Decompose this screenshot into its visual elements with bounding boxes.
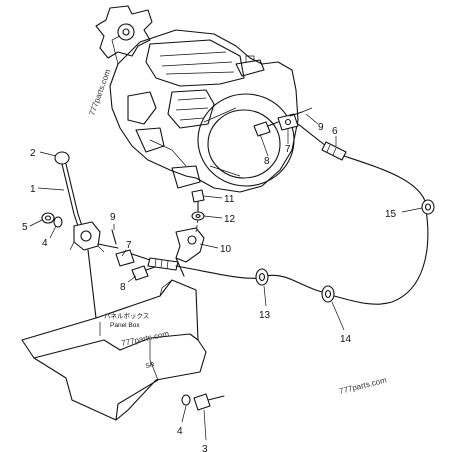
watermark-center: 777parts.com <box>121 329 171 348</box>
callout-9: 9 <box>110 212 116 223</box>
washer-4-lower <box>181 394 191 406</box>
watermark-left: 777parts.com <box>87 68 112 117</box>
bolt-11 <box>191 189 205 203</box>
callout-1: 1 <box>30 184 36 195</box>
panel-box-label-jp: パネルボックス <box>104 312 149 320</box>
bolt-8 <box>131 265 149 281</box>
panel-box: パネルボックス Panel Box SR <box>21 249 225 421</box>
callout-11: 11 <box>224 194 235 205</box>
callout-9-upper: 9 <box>318 122 324 133</box>
bolt-8-upper <box>253 121 271 137</box>
cable-bracket-group <box>175 189 205 277</box>
callout-13: 13 <box>259 310 271 321</box>
callout-14: 14 <box>340 334 352 345</box>
lever-cable-end <box>97 229 179 281</box>
control-cable <box>175 155 435 305</box>
lever-bracket <box>73 221 101 251</box>
clamp-14 <box>321 285 335 303</box>
callout-8-upper: 8 <box>264 156 270 167</box>
callout-12: 12 <box>224 214 236 225</box>
leader-lines <box>29 113 423 441</box>
callout-10: 10 <box>220 244 232 255</box>
callout-15: 15 <box>385 209 397 220</box>
pin-9-upper <box>289 111 303 117</box>
watermark-bottom-right: 777parts.com <box>338 375 388 396</box>
control-lever <box>41 151 105 253</box>
panel-box-label-en: Panel Box <box>110 322 140 329</box>
clevis-7-upper <box>277 113 299 131</box>
pin-9 <box>111 229 117 245</box>
panel-box-mark: SR <box>145 361 156 370</box>
washer-12 <box>191 211 205 221</box>
callout-6: 6 <box>332 126 338 137</box>
washer-4 <box>53 216 63 228</box>
clamp-15 <box>421 199 435 215</box>
callout-5: 5 <box>22 222 28 233</box>
callout-2: 2 <box>30 148 36 159</box>
clevis-7 <box>115 249 135 267</box>
bracket-10 <box>175 227 205 263</box>
callout-3: 3 <box>202 444 208 452</box>
lever-knob <box>54 151 70 165</box>
callout-7-upper: 7 <box>285 144 291 155</box>
callout-numbers: 2 1 5 4 9 7 8 10 11 12 8 7 9 6 15 13 14 … <box>22 122 397 452</box>
bolt-3 <box>193 393 211 411</box>
engine <box>95 5 299 193</box>
callout-7: 7 <box>126 240 132 251</box>
callout-8: 8 <box>120 282 126 293</box>
engine-cable-end <box>253 107 347 161</box>
clamp-13 <box>255 268 269 286</box>
callout-4: 4 <box>42 238 48 249</box>
nut-5 <box>41 212 55 224</box>
cable-end-6 <box>321 141 347 161</box>
callout-4-lower: 4 <box>177 426 183 437</box>
